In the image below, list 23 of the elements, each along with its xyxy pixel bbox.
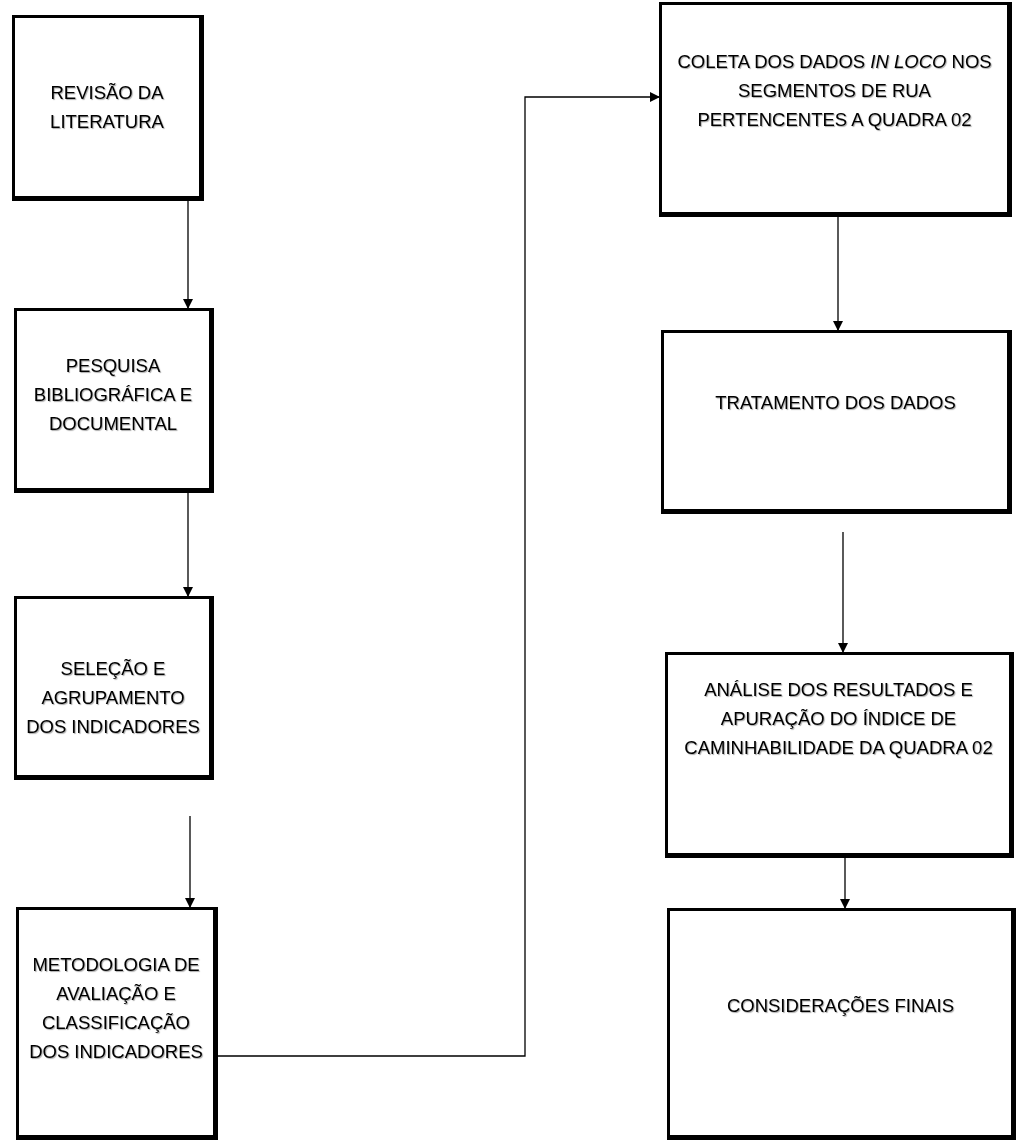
arrow: [183, 200, 193, 309]
box-label: COLETA DOS DADOS IN LOCO NOS SEGMENTOS DE RUA PERTENCENTES A QUADRA 02: [676, 50, 993, 132]
box-label: PESQUISA BIBLIOGRÁFICA E DOCUMENTAL: [32, 354, 194, 436]
arrow: [840, 857, 850, 909]
box-label: ANÁLISE DOS RESULTADOS E APURAÇÃO DO ÍNDICE DE CAMINHABILIDADE DA QUADRA 02: [683, 678, 994, 760]
arrow: [185, 815, 195, 908]
box-label: METODOLOGIA DE AVALIAÇÃO E CLASSIFICAÇÃO DOS INDICADORES: [28, 953, 204, 1064]
box-label: REVISÃO DA LITERATURA: [49, 81, 165, 134]
process-box: [667, 908, 1016, 1140]
process-box: [12, 15, 204, 201]
box-label: CONSIDERAÇÕES FINAIS: [726, 994, 955, 1018]
process-box: [665, 652, 1014, 858]
arrow: [217, 92, 660, 1057]
arrow: [183, 492, 193, 597]
box-label: SELEÇÃO E AGRUPAMENTO DOS INDICADORES: [25, 657, 201, 739]
process-box: [16, 907, 218, 1140]
arrow: [838, 531, 848, 653]
process-box: [14, 596, 214, 780]
process-box: [659, 2, 1012, 217]
box-label: TRATAMENTO DOS DADOS: [715, 391, 956, 415]
arrow: [833, 216, 843, 331]
process-box: [661, 330, 1012, 514]
process-box: [14, 308, 214, 493]
